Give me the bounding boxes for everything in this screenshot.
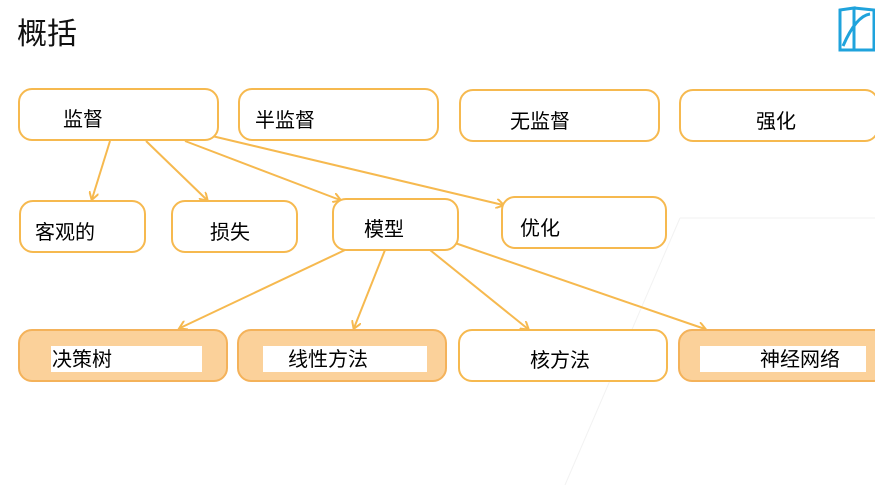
arrow-model-decision-tree xyxy=(180,249,346,328)
arrow-supervised-objective xyxy=(92,140,111,199)
node-semi-supervised: 半监督 xyxy=(238,88,439,141)
node-decision-tree: 决策树 xyxy=(18,329,228,382)
arrow-supervised-optimization xyxy=(211,135,503,205)
arrow-model-linear xyxy=(354,249,386,328)
arrow-model-neural xyxy=(454,242,705,329)
node-linear-methods: 线性方法 xyxy=(237,329,447,382)
node-label: 无监督 xyxy=(510,109,570,133)
node-label: 优化 xyxy=(520,216,560,240)
arrow-model-kernel xyxy=(429,249,528,329)
node-label: 模型 xyxy=(364,217,404,241)
node-neural-networks: 神经网络 xyxy=(678,329,875,382)
node-model: 模型 xyxy=(332,198,459,251)
node-label: 线性方法 xyxy=(263,346,427,372)
node-reinforcement: 强化 xyxy=(679,89,875,142)
node-supervised: 监督 xyxy=(18,88,219,141)
node-kernel-methods: 核方法 xyxy=(458,329,668,382)
open-book-logo-icon xyxy=(834,4,875,54)
node-label: 神经网络 xyxy=(700,346,866,372)
node-label: 强化 xyxy=(756,109,796,133)
arrow-supervised-model xyxy=(184,140,340,200)
node-optimization: 优化 xyxy=(501,196,667,249)
node-loss: 损失 xyxy=(171,200,298,253)
node-label: 核方法 xyxy=(530,348,590,372)
node-label: 监督 xyxy=(63,107,103,131)
node-label: 半监督 xyxy=(255,108,315,132)
page-title: 概括 xyxy=(17,17,77,52)
arrow-supervised-loss xyxy=(145,140,207,200)
node-objective: 客观的 xyxy=(19,200,146,253)
node-unsupervised: 无监督 xyxy=(459,89,660,142)
node-label: 客观的 xyxy=(35,220,95,244)
node-label: 损失 xyxy=(210,220,250,244)
node-label: 决策树 xyxy=(51,346,202,372)
